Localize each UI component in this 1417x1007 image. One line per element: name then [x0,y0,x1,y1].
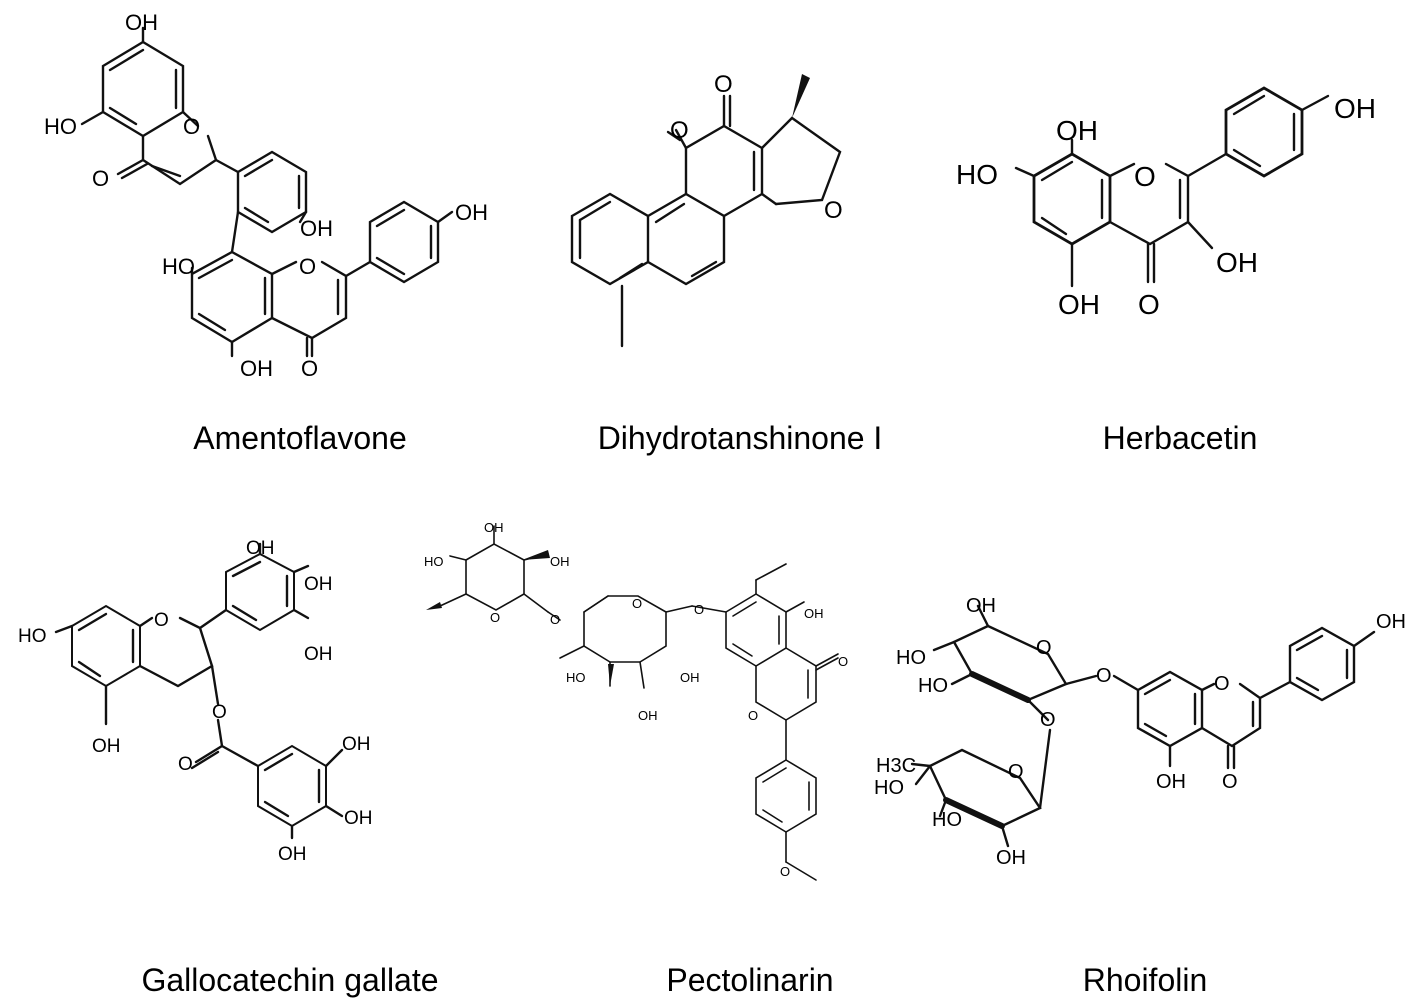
atom-label: OH [1156,771,1186,793]
atom-label: H3C [876,755,916,777]
atom-label: O [694,602,704,617]
atom-label: OH [304,574,333,595]
atom-label: OH [246,538,275,559]
atom-label: O [780,864,790,879]
atom-label: OH [300,216,333,241]
atom-label: OH [304,644,333,665]
atom-label: HO [18,626,47,647]
atom-label: OH [240,356,273,381]
atom-label: OH [638,708,658,723]
atom-label: OH [344,808,373,829]
atom-label: O [1138,289,1160,320]
atom-label: HO [44,114,77,139]
structure-herbacetin: OH OH HO O OH OH O [950,0,1417,400]
atom-label: OH [484,520,504,535]
atom-label: OH [680,670,700,685]
atom-label: O [1008,761,1024,783]
atom-label: HO [162,254,195,279]
atom-label: O [1214,673,1230,695]
gallocatechin-drawing: OH HO O OH OH O OH O OH OH OH [18,538,373,865]
atom-label: O [550,612,560,627]
caption-rhoifolin: Rhoifolin [1082,962,1208,998]
caption-herbacetin: Herbacetin [1102,420,1258,456]
structure-gallocatechin-gallate: OH HO O OH OH O OH O OH OH OH [0,520,420,880]
atom-label: OH [92,736,121,757]
atom-label: OH [1058,289,1100,320]
atom-label: O [824,197,843,224]
atom-label: OH [342,734,371,755]
atom-label: O [714,71,733,98]
atom-label: OH [804,606,824,621]
atom-label: O [748,708,758,723]
atom-label: O [178,754,193,775]
atom-label: O [92,166,109,191]
atom-label: O [301,356,318,381]
caption-pectolinarin: Pectolinarin [666,962,834,998]
atom-label: OH [550,554,570,569]
atom-label: O [632,596,642,611]
caption-dihydrotanshinone-i: Dihydrotanshinone I [597,420,883,456]
atom-label: OH [278,844,307,865]
atom-label: OH [1056,115,1098,146]
atom-label: HO [874,777,904,799]
atom-label: O [1222,771,1238,793]
atom-label: OH [1216,247,1258,278]
atom-label: HO [424,554,444,569]
atom-label: O [490,610,500,625]
pectolinarin-drawing: OH HO OH O O O O OH HO OH OH O O O [424,520,848,881]
atom-label: O [212,702,227,723]
atom-label: O [1040,709,1056,731]
dihydrotanshinone-drawing: O O O [570,71,843,348]
atom-label: HO [896,647,926,669]
structure-pectolinarin: OH HO OH O O O O OH HO OH OH O O O [410,510,880,900]
atom-label: O [1134,161,1156,192]
atom-label: O [1096,665,1112,687]
amentoflavone-drawing: OH HO O O OH OH HO O OH O [44,10,488,381]
atom-label: OH [455,200,488,225]
structure-dihydrotanshinone-i: O O O [540,0,940,400]
atom-label: HO [956,159,998,190]
caption-gallocatechin-gallate: Gallocatechin gallate [141,962,439,998]
atom-label: O [299,254,316,279]
atom-label: O [183,114,200,139]
atom-label: OH [996,847,1026,869]
atom-label: O [1036,637,1052,659]
atom-label: HO [932,809,962,831]
caption-amentoflavone: Amentoflavone [193,420,407,456]
atom-label: O [838,654,848,669]
atom-label: OH [1334,93,1376,124]
atom-label: OH [1376,611,1406,633]
structure-amentoflavone: OH HO O O OH OH HO O OH O [0,0,520,400]
structure-rhoifolin: OH HO HO O O O OH O H3C O HO HO OH OH O [870,580,1417,880]
atom-label: O [154,610,169,631]
rhoifolin-drawing: OH HO HO O O O OH O H3C O HO HO OH OH O [874,595,1406,869]
herbacetin-drawing: OH OH HO O OH OH O [956,86,1376,320]
atom-label: HO [918,675,948,697]
atom-label: O [670,117,689,144]
atom-label: OH [966,595,996,617]
atom-label: HO [566,670,586,685]
atom-label: OH [125,10,158,35]
